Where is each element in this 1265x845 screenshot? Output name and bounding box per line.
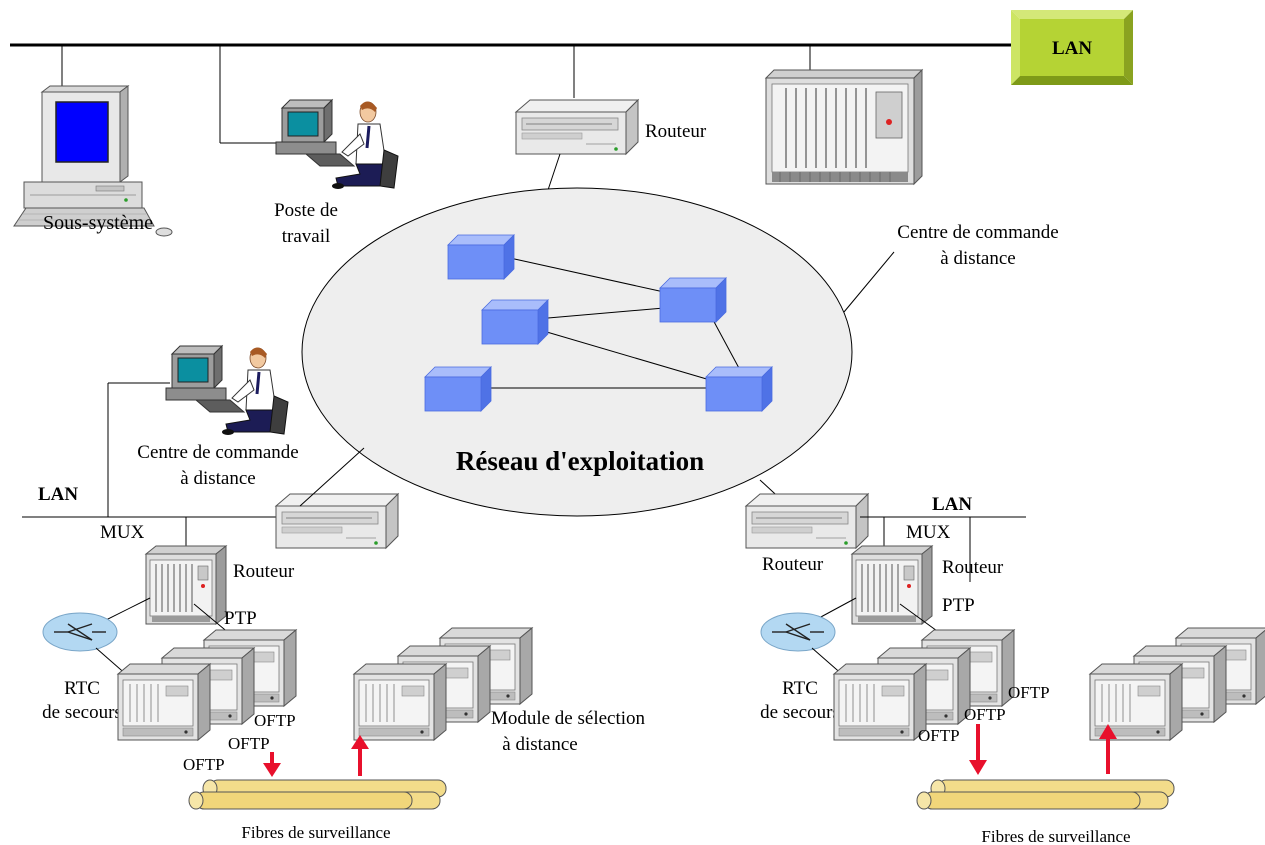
operator-workstation-icon — [274, 98, 400, 191]
network-links — [490, 257, 741, 389]
rtc-right-line1: RTC — [782, 678, 818, 699]
equipment-rack-icon — [764, 68, 924, 186]
ptp-label-right: PTP — [942, 595, 975, 616]
remote-control-center-left-line2: à distance — [180, 468, 255, 489]
network-switch-icon — [760, 612, 836, 652]
fibres-label-left: Fibres de surveillance — [241, 823, 390, 842]
remote-control-center-right-line1: Centre de commande — [897, 222, 1058, 243]
network-title: Réseau d'exploitation — [456, 446, 704, 476]
remote-control-center-left-line1: Centre de commande — [137, 442, 298, 463]
module-label-line1: Module de sélection — [491, 708, 646, 729]
router-left-mux-label: Routeur — [233, 561, 295, 582]
router-right-label-b: Routeur — [942, 557, 1004, 578]
workstation-label-line2: travail — [282, 226, 331, 247]
fibres-label-right: Fibres de surveillance — [981, 827, 1130, 845]
router-right-label-a: Routeur — [762, 554, 824, 575]
network-node-cube-icon — [659, 277, 727, 323]
oftp-label-right-3: OFTP — [918, 726, 960, 745]
signal-arrow-icon — [969, 724, 987, 775]
oftp-label-right-1: OFTP — [1008, 683, 1050, 702]
equipment-rack-icon — [851, 545, 933, 625]
router-icon — [745, 493, 869, 549]
network-node-cube-icon — [424, 366, 492, 412]
router-top-label: Routeur — [645, 121, 707, 142]
oftp-label-left-2: OFTP — [228, 734, 270, 753]
lan-label-right: LAN — [932, 494, 972, 515]
link-mux-ptp-left — [193, 603, 231, 635]
mux-label-right: MUX — [906, 522, 951, 543]
equipment-rack-icon — [145, 545, 227, 625]
link-centre-network — [843, 251, 895, 313]
mux-label-left: MUX — [100, 522, 145, 543]
oftp-unit-icon — [117, 663, 211, 741]
operations-network — [301, 187, 853, 517]
network-node-cube-icon — [705, 366, 773, 412]
signal-arrow-icon — [263, 752, 281, 777]
network-node-cube-icon — [447, 234, 515, 280]
lan-box-top: LAN — [1011, 10, 1133, 85]
fiber-cable-icon — [916, 779, 1175, 810]
remote-control-center-right-line2: à distance — [940, 248, 1015, 269]
rtc-left-line1: RTC — [64, 678, 100, 699]
network-switch-icon — [42, 612, 118, 652]
module-label-line2: à distance — [502, 734, 577, 755]
operator-workstation-icon — [164, 344, 290, 437]
workstation-label-line1: Poste de — [274, 200, 338, 221]
remote-selection-unit-icon — [1089, 663, 1183, 741]
remote-selection-unit-icon — [353, 663, 447, 741]
lan-label-top: LAN — [1052, 38, 1092, 59]
network-node-cube-icon — [481, 299, 549, 345]
signal-arrow-icon — [1099, 724, 1117, 774]
oftp-unit-icon — [833, 663, 927, 741]
fiber-cable-icon — [188, 779, 447, 810]
oftp-label-left-3: OFTP — [183, 755, 225, 774]
subsystem-label: Sous-système — [43, 212, 153, 234]
router-icon — [275, 493, 399, 549]
oftp-label-right-2: OFTP — [964, 705, 1006, 724]
router-icon — [515, 99, 639, 155]
link-router-network — [547, 153, 561, 191]
rtc-right-line2: de secours — [760, 702, 840, 723]
ptp-label-left: PTP — [224, 608, 257, 629]
lan-label-left: LAN — [38, 484, 78, 505]
oftp-label-left-1: OFTP — [254, 711, 296, 730]
rtc-left-line2: de secours — [42, 702, 122, 723]
link-left-router-network — [299, 447, 365, 507]
signal-arrow-icon — [351, 735, 369, 776]
